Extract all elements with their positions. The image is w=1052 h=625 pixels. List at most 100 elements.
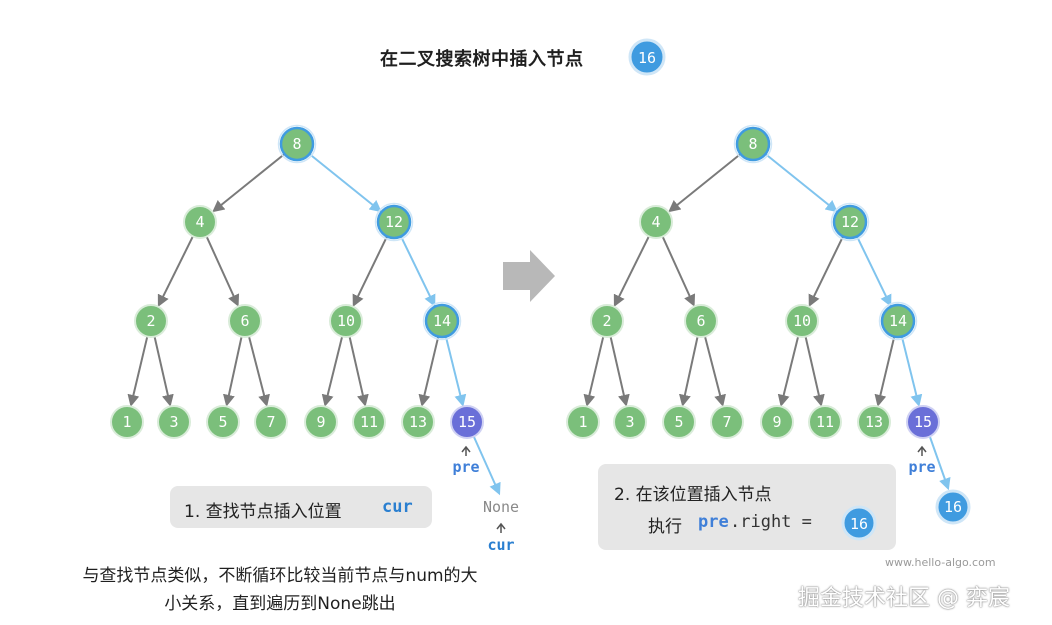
left-tree-node-label: 7 [266,413,275,431]
right-tree-node-label: 12 [841,213,859,231]
left-edge [212,153,286,213]
right-tree-node-label: 6 [696,312,705,330]
left-tree-node-label: 5 [218,413,227,431]
left-tree-node-4: 4 [183,205,217,239]
left-tree-node-11: 11 [352,405,386,439]
left-edge [127,336,149,407]
right-tree-node-14: 14 [878,301,918,341]
right-tree-node-4: 4 [639,205,673,239]
step1-text: 1. 查找节点插入位置 [184,502,342,522]
left-tree-node-10: 10 [329,304,363,338]
left-tree-node-label: 14 [433,312,451,330]
step2-code-pre: pre [698,512,729,532]
right-edge [856,235,892,307]
left-edge [308,153,382,213]
right-new-node-label: 16 [944,498,962,516]
right-tree-node-label: 13 [865,413,883,431]
left-tree-node-label: 3 [169,413,178,431]
right-tree-node-label: 7 [722,413,731,431]
step2-line2-prefix: 执行 [648,517,682,537]
left-tree-node-15: 15 [450,405,484,439]
left-edge [223,336,243,407]
step2-badge: 16 [841,505,877,541]
note-line2: 小关系，直到遍历到None跳出 [164,594,396,614]
step2-code-rest: .right = [730,512,812,532]
step2-box: 2. 在该位置插入节点 执行 pre .right = 16 [598,464,896,550]
watermark: www.hello-algo.com [885,556,996,569]
left-edge [444,336,467,407]
left-tree-node-label: 9 [316,413,325,431]
left-edge [418,336,440,407]
step2-line1: 2. 在该位置插入节点 [614,485,772,505]
pre-pointer-right [917,445,927,456]
left-edge [321,336,344,407]
step2-badge-text: 16 [850,515,868,533]
left-tree-node-9: 9 [304,405,338,439]
right-edge [668,153,742,213]
right-tree-node-label: 2 [602,312,611,330]
right-edge [613,235,650,308]
right-edge [609,336,630,407]
right-tree-node-label: 4 [651,213,660,231]
left-tree-node-label: 2 [146,312,155,330]
right-tree-node-3: 3 [613,405,647,439]
left-edge [352,235,388,307]
left-edge [248,336,270,407]
left-edge [153,336,174,407]
brand-watermark: 掘金技术社区 @ 弈宸 [798,586,1010,611]
left-tree-node-6: 6 [228,304,262,338]
transition-arrow [503,250,555,302]
right-tree-node-label: 5 [674,413,683,431]
right-tree-node-label: 1 [578,413,587,431]
cur-pointer [496,522,506,533]
cur-label: cur [487,536,514,554]
left-edge [205,236,240,307]
right-edge [874,336,896,407]
left-tree-node-2: 2 [134,304,168,338]
pre-pointer-left [461,445,471,456]
left-edge [348,336,369,407]
right-edge-to-new-node [929,436,951,491]
right-tree-node-label: 15 [914,413,932,431]
right-tree-node-5: 5 [662,405,696,439]
left-tree-node-label: 15 [458,413,476,431]
right-edge [679,336,699,407]
right-edge [764,153,838,213]
step1-box: 1. 查找节点插入位置 cur [170,486,432,528]
right-tree-node-label: 10 [793,312,811,330]
title-badge-text: 16 [638,49,656,67]
left-tree-node-14: 14 [422,301,462,341]
left-tree-node-13: 13 [401,405,435,439]
right-tree-node-2: 2 [590,304,624,338]
diagram-title: 在二叉搜索树中插入节点 [380,49,584,70]
left-tree-node-label: 8 [292,135,301,153]
right-tree-node-1: 1 [566,405,600,439]
right-tree-node-10: 10 [785,304,819,338]
left-tree-node-12: 12 [374,202,414,242]
left-tree-node-8: 8 [277,124,317,164]
left-tree-node-label: 4 [195,213,204,231]
left-edge [400,235,436,307]
left-tree-node-5: 5 [206,405,240,439]
right-tree-node-11: 11 [808,405,842,439]
note-line1: 与查找节点类似，不断循环比较当前节点与num的大 [82,566,478,586]
right-tree-node-label: 9 [772,413,781,431]
left-tree-node-label: 12 [385,213,403,231]
right-new-node: 16 [935,489,971,525]
right-edge [661,236,696,307]
right-edge [808,235,844,307]
right-tree-node-label: 14 [889,312,907,330]
right-edge [900,336,923,407]
left-tree-node-3: 3 [157,405,191,439]
right-tree-node-6: 6 [684,304,718,338]
pre-label-right: pre [908,458,935,476]
right-tree-node-13: 13 [857,405,891,439]
right-tree-node-label: 11 [816,413,834,431]
left-tree-node-7: 7 [254,405,288,439]
right-tree-node-9: 9 [760,405,794,439]
left-edge [157,235,194,308]
right-edge [583,336,605,407]
pre-label-left: pre [452,458,479,476]
right-edge [804,336,825,407]
